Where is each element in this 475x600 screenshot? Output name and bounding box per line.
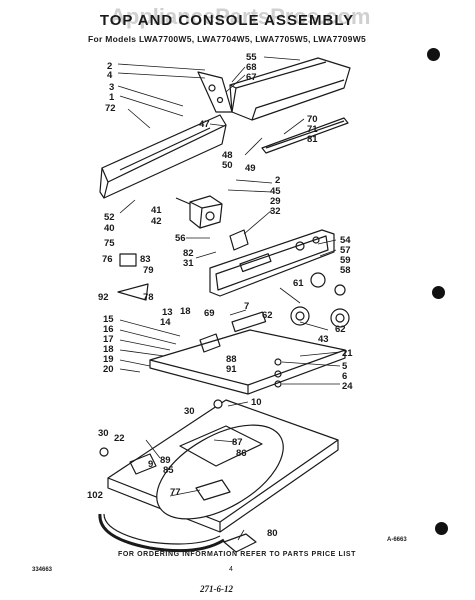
cabinet-top [107, 399, 339, 533]
part-label: 86 [236, 448, 247, 459]
end-bracket [197, 71, 233, 113]
part-label: 58 [340, 265, 351, 276]
lid-gasket [98, 513, 225, 553]
part-label: 69 [204, 308, 215, 319]
diagram-title: TOP AND CONSOLE ASSEMBLY [99, 12, 355, 29]
page-code: 271-6-12 [200, 584, 233, 594]
part-label: 7 [244, 301, 249, 312]
part-label: 18 [103, 344, 114, 355]
part-label: 2 [107, 61, 112, 72]
part-label: 70 [307, 114, 318, 125]
part-label: 76 [102, 254, 113, 265]
part-label: 18 [180, 306, 191, 317]
part-label: 13 [162, 307, 173, 318]
part-label: 30 [184, 406, 195, 417]
binder-hole-top [427, 48, 440, 61]
part-label: 4 [107, 70, 113, 81]
part-label: 47 [199, 119, 210, 130]
part-label: 85 [163, 465, 174, 476]
part-label: 82 [183, 248, 194, 259]
part-label: 43 [318, 334, 329, 345]
part-label: 72 [105, 103, 116, 114]
part-label: 87 [232, 437, 243, 448]
part-label: 78 [143, 292, 154, 303]
part-label: 22 [114, 433, 125, 444]
part-label: 40 [104, 223, 115, 234]
part-label: 54 [340, 235, 351, 246]
part-label: 15 [103, 314, 114, 325]
binder-hole-bottom [435, 522, 448, 535]
part-label: 56 [175, 233, 186, 244]
part-label: 57 [340, 245, 351, 256]
control-knobs [290, 272, 350, 328]
part-label: 102 [87, 490, 103, 501]
part-label: 5 [342, 361, 348, 372]
console-mounting-plate [149, 311, 346, 395]
part-label: 88 [226, 354, 237, 365]
left-code: 334663 [32, 567, 53, 573]
part-label: 89 [160, 455, 171, 466]
part-label: 14 [160, 317, 171, 328]
part-label: 62 [335, 324, 346, 335]
part-label: 71 [307, 124, 318, 135]
part-label: 75 [104, 238, 115, 249]
part-label: 6 [342, 371, 347, 382]
part-label: 20 [103, 364, 114, 375]
part-label: 52 [104, 212, 115, 223]
part-label: 41 [151, 205, 162, 216]
part-label: 77 [170, 487, 181, 498]
part-label: 80 [267, 528, 278, 539]
rear-console-panel [99, 114, 227, 199]
part-label: 19 [103, 354, 114, 365]
part-label: 48 [222, 150, 233, 161]
ordering-note: FOR ORDERING INFORMATION REFER TO PARTS … [118, 551, 357, 558]
part-label: 45 [270, 186, 281, 197]
timer-unit [175, 195, 223, 229]
part-label: 92 [98, 292, 109, 303]
part-label: 68 [246, 62, 257, 73]
part-label: 81 [307, 134, 318, 145]
part-label: 21 [342, 348, 353, 359]
part-label: 9 [148, 459, 153, 470]
console-top-shell [229, 57, 351, 121]
part-label: 42 [151, 216, 162, 227]
part-label: 17 [103, 334, 114, 345]
diagram-reference: A-6663 [387, 537, 407, 543]
part-label: 16 [103, 324, 114, 335]
part-label: 31 [183, 258, 194, 269]
part-label: 1 [109, 92, 115, 103]
part-label: 49 [245, 163, 256, 174]
part-label: 61 [293, 278, 304, 289]
models-line: For Models LWA7700W5, LWA7704W5, LWA7705… [88, 34, 367, 44]
part-label: 24 [342, 381, 353, 392]
part-label: 55 [246, 52, 257, 63]
part-label: 32 [270, 206, 281, 217]
part-label: 2 [275, 175, 280, 186]
part-label: 83 [140, 254, 151, 265]
watermark: AppliancePartsPros.com [110, 4, 371, 29]
part-label: 50 [222, 160, 233, 171]
page-number: 4 [229, 566, 233, 573]
part-label: 29 [270, 196, 281, 207]
part-label: 91 [226, 364, 237, 375]
part-label: 30 [98, 428, 109, 439]
binder-hole-middle [432, 286, 445, 299]
part-label: 79 [143, 265, 154, 276]
part-label: 62 [262, 310, 273, 321]
control-panel [209, 229, 335, 297]
part-label: 10 [251, 397, 262, 408]
part-label: 3 [109, 82, 114, 93]
part-label: 67 [246, 72, 257, 83]
trim-strip [261, 117, 349, 154]
part-label: 59 [340, 255, 351, 266]
